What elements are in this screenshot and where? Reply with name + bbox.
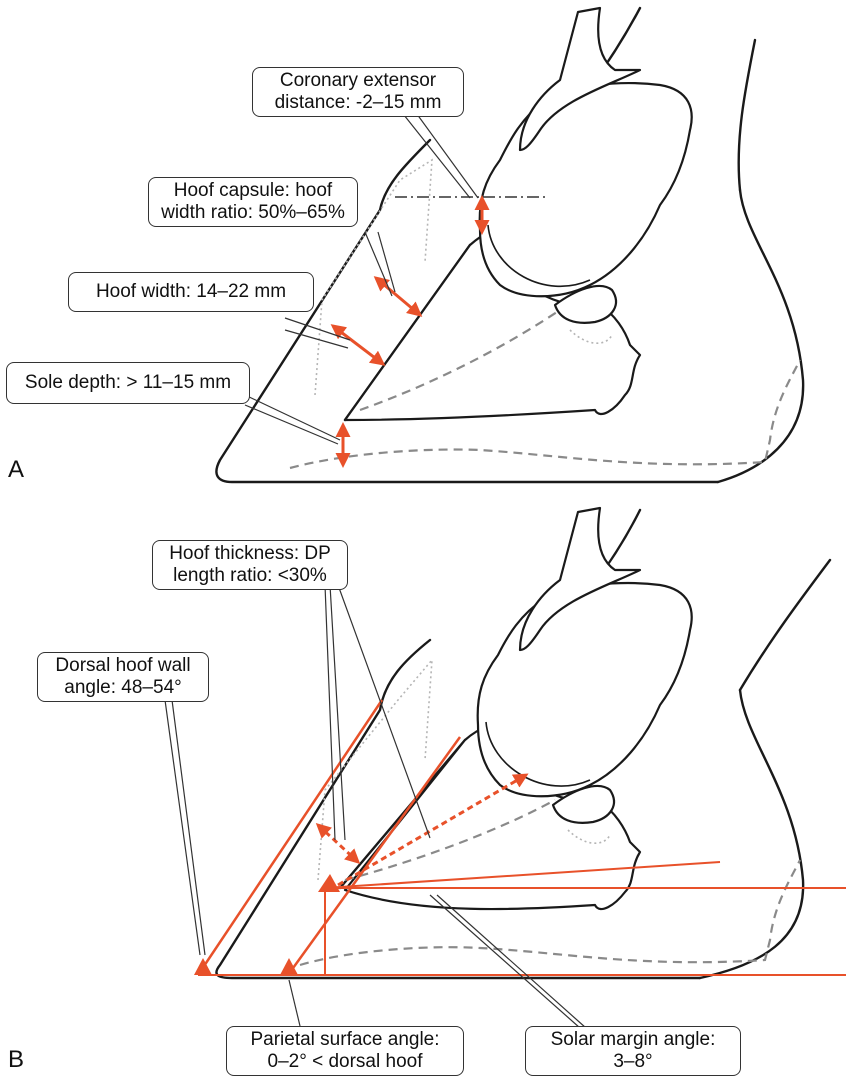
callout-line: width ratio: 50%–65% (155, 202, 351, 224)
callout-dorsal-hoof-wall-angle: Dorsal hoof wall angle: 48–54° (37, 652, 209, 702)
callout-line: Hoof capsule: hoof (155, 180, 351, 202)
callout-line: Dorsal hoof wall (44, 655, 202, 677)
callout-line: Coronary extensor (259, 70, 457, 92)
callout-line: Sole depth: > 11–15 mm (13, 365, 243, 401)
panel-label-b: B (8, 1046, 24, 1074)
callout-coronary-extensor-distance: Coronary extensor distance: -2–15 mm (252, 67, 464, 117)
callout-line: 3–8° (532, 1051, 734, 1073)
callout-line: Solar margin angle: (532, 1029, 734, 1051)
callout-line: length ratio: <30% (159, 565, 341, 587)
callout-line: distance: -2–15 mm (259, 92, 457, 114)
callout-line: Hoof width: 14–22 mm (75, 275, 307, 309)
callout-solar-margin-angle: Solar margin angle: 3–8° (525, 1026, 741, 1076)
callout-hoof-thickness-dp-ratio: Hoof thickness: DP length ratio: <30% (152, 540, 348, 590)
callout-line: Parietal surface angle: (233, 1029, 457, 1051)
callout-line: 0–2° < dorsal hoof (233, 1051, 457, 1073)
panel-label-a: A (8, 456, 24, 484)
callout-hoof-capsule-width-ratio: Hoof capsule: hoof width ratio: 50%–65% (148, 177, 358, 227)
callout-sole-depth: Sole depth: > 11–15 mm (6, 362, 250, 404)
callout-line: Hoof thickness: DP (159, 543, 341, 565)
callout-parietal-surface-angle: Parietal surface angle: 0–2° < dorsal ho… (226, 1026, 464, 1076)
callout-line: angle: 48–54° (44, 677, 202, 699)
callout-hoof-width: Hoof width: 14–22 mm (68, 272, 314, 312)
